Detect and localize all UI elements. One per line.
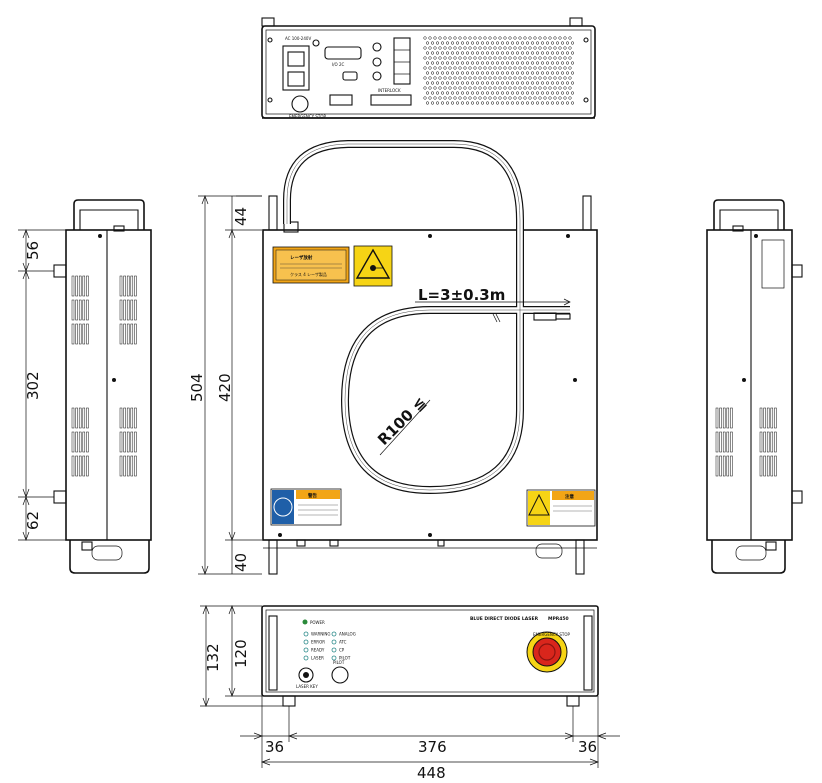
model-number: MPR450 (548, 616, 569, 622)
rating-plate (761, 239, 785, 289)
dim-width-center: 376 (418, 738, 447, 756)
bend-radius-label: R100 ≦ (374, 393, 430, 449)
right-side-view (706, 199, 803, 574)
laser-key-label: LASER KEY (296, 684, 318, 689)
indicator-led (303, 631, 309, 637)
indicator-group-right: ANALOG ATC CP PILOT (331, 631, 356, 661)
laser-key-switch[interactable] (298, 667, 314, 683)
dim-side-middle: 302 (24, 371, 42, 400)
dim-total-height: 504 (188, 373, 206, 402)
indicator-led (331, 639, 337, 645)
interlock-plate (370, 94, 412, 106)
interlock-label: INTERLOCK (378, 88, 401, 93)
dimension-lines: 504 420 44 40 56 302 62 (18, 195, 620, 782)
front-panel-view: POWER WARNING ERROR READY LASER ANALOG ATC CP… (261, 605, 599, 707)
dim-body-height: 420 (216, 373, 234, 402)
indicator-led (303, 655, 309, 661)
left-side-view (53, 199, 152, 574)
rear-emergency-socket (291, 95, 309, 113)
ac-label: AC 100-240V (285, 36, 311, 41)
top-view: レーザ放射 クラス 4 レーザ製品 警告 注意 (262, 195, 598, 575)
emergency-knob-left (91, 545, 123, 561)
dim-front-total: 132 (204, 643, 222, 672)
ac-inlet (282, 45, 310, 91)
pilot-button[interactable] (331, 666, 349, 684)
indicator-label: PILOT (339, 656, 351, 661)
warning-label-title: 警告 (308, 492, 317, 499)
indicator-label: CP (339, 648, 345, 653)
indicator-led (331, 631, 337, 637)
power-led (302, 619, 308, 625)
indicator-label: ERROR (311, 640, 325, 645)
indicator-led (303, 647, 309, 653)
indicator-led (331, 647, 337, 653)
dim-side-top: 56 (24, 241, 42, 260)
laser-label-class: クラス 4 レーザ製品 (290, 271, 327, 277)
indicator-label: ANALOG (339, 632, 356, 637)
dim-front-body: 120 (232, 639, 250, 668)
vent-grille (423, 36, 575, 105)
rear-panel-view: AC 100-240V I/O 2C EMERGENCY STOP INTERL… (261, 17, 596, 119)
laser-label-title: レーザ放射 (290, 254, 313, 261)
fiber-cable: L=3±0.3m R100 ≦ (283, 140, 571, 494)
dim-width-left: 36 (265, 738, 284, 756)
indicator-label: ATC (339, 640, 347, 645)
power-label: POWER (310, 620, 325, 625)
rear-emergency-label: EMERGENCY STOP (289, 114, 326, 119)
dim-width-right: 36 (578, 738, 597, 756)
indicator-group-left: WARNING ERROR READY LASER (303, 631, 331, 661)
dim-top-gap: 44 (232, 207, 250, 226)
emergency-knob-top (535, 543, 563, 559)
dim-total-width: 448 (417, 764, 446, 782)
brand-text: BLUE DIRECT DIODE LASER (470, 616, 539, 622)
indicator-label: WARNING (311, 632, 331, 637)
caution-label-title: 注意 (565, 493, 574, 500)
io-label: I/O 2C (332, 62, 344, 67)
indicator-led (331, 655, 337, 661)
indicator-led (303, 639, 309, 645)
emergency-stop-label: EMERGENCY STOP (533, 632, 570, 637)
indicator-label: LASER (311, 656, 324, 661)
pilot-label: PILOT (333, 660, 345, 665)
dim-side-bottom: 62 (24, 511, 42, 530)
dim-bottom-gap: 40 (232, 553, 250, 572)
indicator-label: READY (311, 648, 325, 653)
cable-length-label: L=3±0.3m (418, 286, 505, 304)
io-connector (324, 46, 362, 60)
emergency-knob-right (735, 545, 767, 561)
emergency-stop-button[interactable] (532, 637, 562, 667)
